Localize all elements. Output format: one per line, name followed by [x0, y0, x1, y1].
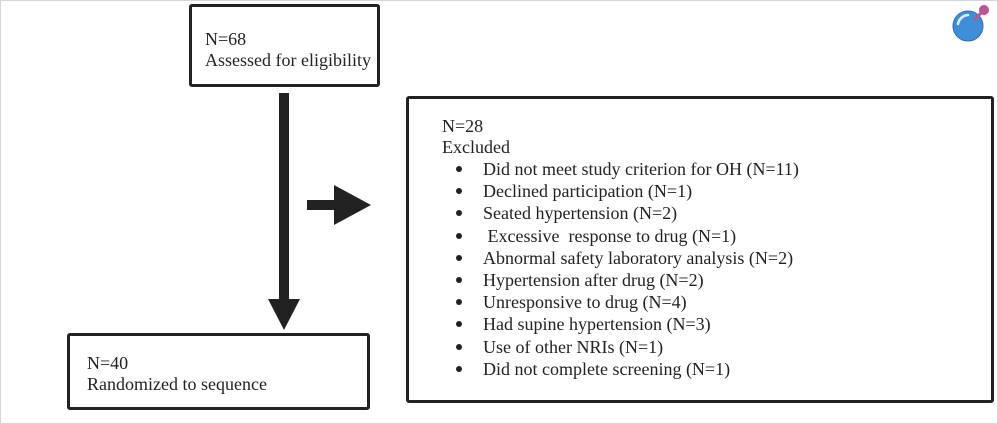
exclusion-reason: Use of other NRIs (N=1): [442, 336, 991, 358]
randomized-label: Randomized to sequence: [87, 374, 267, 394]
arrow-down: [268, 93, 300, 330]
exclusion-reason: Did not meet study criterion for OH (N=1…: [442, 158, 991, 180]
exclusion-reasons-list: Did not meet study criterion for OH (N=1…: [442, 158, 991, 380]
exclusion-reason: Declined participation (N=1): [442, 180, 991, 202]
randomized-count: N=40: [87, 353, 129, 373]
exclusion-reason: Did not complete screening (N=1): [442, 358, 991, 380]
excluded-label: Excluded: [442, 137, 510, 157]
arrow-right: [307, 185, 371, 225]
excluded-count: N=28: [442, 116, 484, 136]
exclusion-reason: Hypertension after drug (N=2): [442, 269, 991, 291]
excluded-box: N=28 Excluded Did not meet study criteri…: [406, 96, 994, 403]
publisher-logo-icon[interactable]: [948, 4, 994, 44]
exclusion-reason: Abnormal safety laboratory analysis (N=2…: [442, 247, 991, 269]
assessed-count: N=68: [205, 29, 247, 49]
exclusion-reason: Excessive response to drug (N=1): [442, 225, 991, 247]
assessed-box: N=68 Assessed for eligibility: [189, 4, 380, 87]
exclusion-reason: Unresponsive to drug (N=4): [442, 291, 991, 313]
randomized-box: N=40 Randomized to sequence: [67, 333, 370, 410]
assessed-label: Assessed for eligibility: [205, 50, 371, 70]
exclusion-reason: Had supine hypertension (N=3): [442, 313, 991, 335]
exclusion-reason: Seated hypertension (N=2): [442, 202, 991, 224]
